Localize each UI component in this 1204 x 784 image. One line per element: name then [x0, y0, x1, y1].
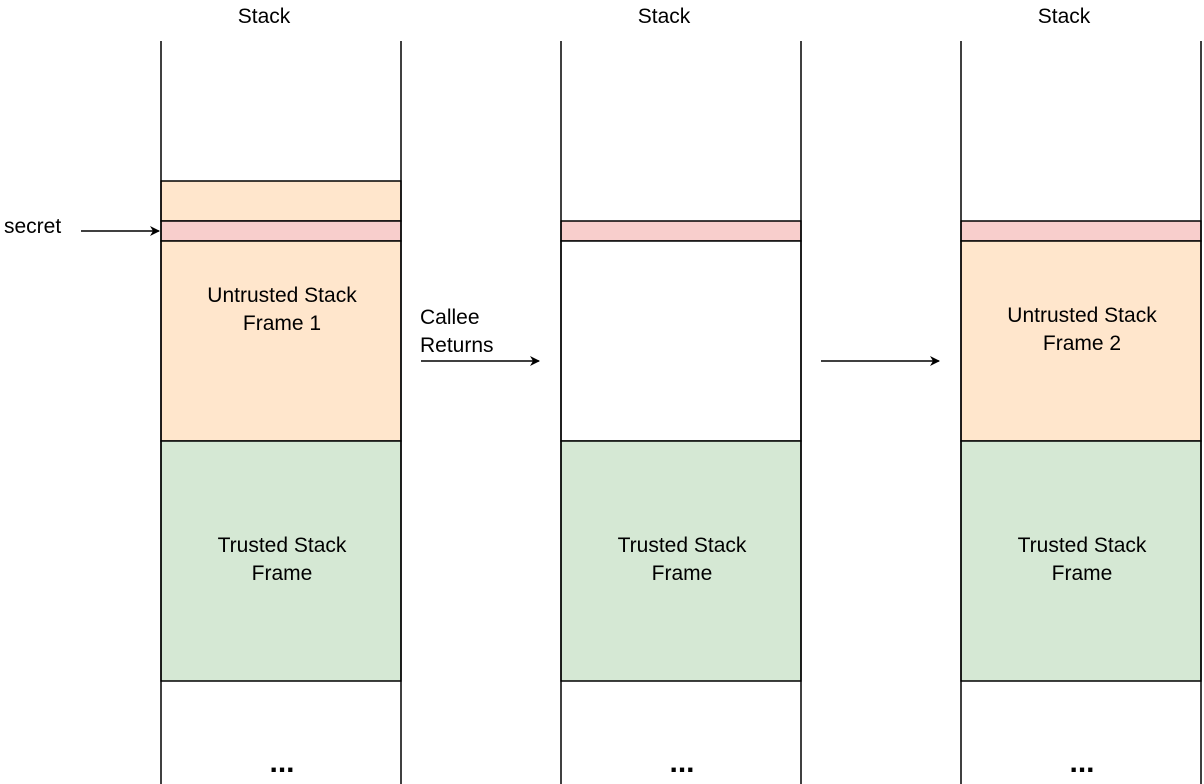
stack-1-ellipsis: ...	[269, 746, 294, 779]
secret-label: secret	[4, 215, 61, 238]
stack-1: Stack Untrusted Stack Frame 1 Trusted St…	[160, 5, 402, 784]
stack-1-header: Stack	[238, 5, 291, 28]
callee-returns-label-line1: Callee	[420, 306, 480, 329]
stack-3: Stack Untrusted Stack Frame 2 Trusted St…	[960, 5, 1202, 784]
stack-3-trusted-label-line1: Trusted Stack	[1018, 534, 1147, 557]
stack-3-header: Stack	[1038, 5, 1091, 28]
stack-1-untrusted-frame	[160, 240, 402, 442]
stack-1-secret-slot	[160, 220, 402, 242]
stack-1-trusted-label-line2: Frame	[252, 562, 313, 585]
stack-2-trusted-frame	[560, 440, 802, 682]
stack-2-trusted-label-line1: Trusted Stack	[618, 534, 747, 557]
callee-returns-label-line2: Returns	[420, 334, 494, 357]
stack-3-ellipsis: ...	[1069, 746, 1094, 779]
stack-3-untrusted-label-line1: Untrusted Stack	[1007, 304, 1157, 327]
stack-3-trusted-frame	[960, 440, 1202, 682]
stack-1-trusted-frame	[160, 440, 402, 682]
stack-1-untrusted-top	[160, 180, 402, 222]
stack-2-header: Stack	[638, 5, 691, 28]
stack-3-untrusted-label-line2: Frame 2	[1043, 332, 1121, 355]
stack-2-freed-region	[560, 240, 802, 442]
stack-3-secret-slot	[960, 220, 1202, 242]
stack-2-secret-slot	[560, 220, 802, 242]
stack-1-trusted-label-line1: Trusted Stack	[218, 534, 347, 557]
stack-2: Stack Trusted Stack Frame ...	[560, 5, 802, 784]
stack-1-untrusted-label-line2: Frame 1	[243, 312, 321, 335]
stack-2-trusted-label-line2: Frame	[652, 562, 713, 585]
stack-2-ellipsis: ...	[669, 746, 694, 779]
stack-3-trusted-label-line2: Frame	[1052, 562, 1113, 585]
stack-1-untrusted-label-line1: Untrusted Stack	[207, 284, 357, 307]
